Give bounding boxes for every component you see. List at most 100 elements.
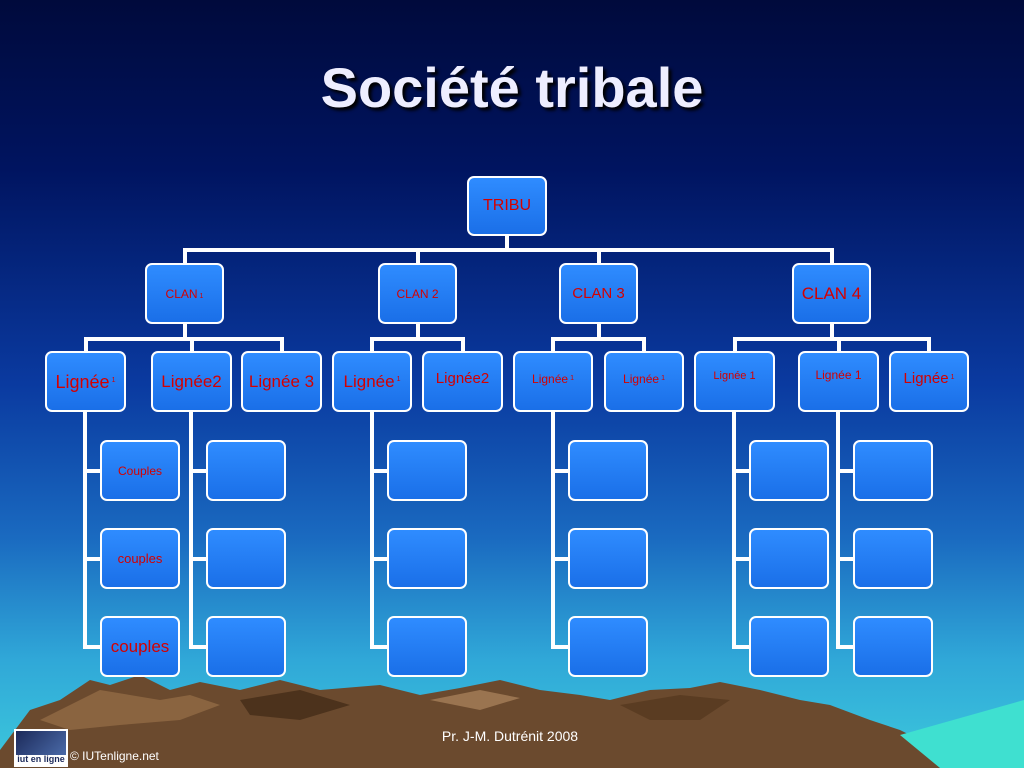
child-connector-2-1-3	[370, 644, 387, 649]
clan-2-lineage-bus	[370, 337, 465, 341]
child-connector-1-2-1	[189, 468, 206, 473]
lineage-drop-3-2	[642, 337, 646, 351]
lineage-node-1-2: Lignée2	[151, 351, 232, 412]
lineage-node-3-2: Lignée 1	[604, 351, 684, 412]
lineage-drop-2-2	[460, 337, 465, 351]
lineage-node-4-2: Lignée 1	[798, 351, 879, 412]
family-node-1-2-3	[206, 616, 286, 677]
lineage-drop-1-2	[189, 337, 194, 351]
family-node-1-2-2	[206, 528, 286, 589]
family-node-1-1-3: couples	[100, 616, 180, 677]
clan-node-3: CLAN 3	[559, 263, 638, 324]
family-node-4-2-3	[853, 616, 933, 677]
lineage-drop-2-1	[370, 337, 374, 351]
child-connector-2-1-1	[370, 468, 387, 473]
family-node-4-1-1	[749, 440, 829, 501]
child-connector-1-2-2	[189, 556, 206, 561]
clan-4-lineage-bus	[732, 337, 931, 341]
child-connector-4-1-2	[732, 556, 749, 561]
family-node-3-1-2	[568, 528, 648, 589]
family-node-4-2-2	[853, 528, 933, 589]
mountain-range-decoration	[0, 675, 1024, 768]
child-connector-4-2-2	[836, 556, 853, 561]
lineage-node-3-1-subscript: 1	[570, 375, 574, 382]
lineage-2-1-trunk	[370, 412, 374, 649]
family-node-1-1-1: Couples	[100, 440, 180, 501]
clan-node-2-label: CLAN 2	[396, 286, 439, 301]
lineage-node-1-1-subscript: 1	[111, 376, 116, 384]
lineage-drop-1-3	[279, 337, 284, 351]
clan-drop-2	[415, 248, 420, 263]
lineage-1-2-trunk	[189, 412, 193, 649]
clan-3-lineage-bus	[551, 337, 646, 341]
clan-bus	[182, 248, 834, 252]
family-node-4-1-2	[749, 528, 829, 589]
lineage-node-1-2-label: Lignée2	[161, 372, 222, 391]
family-node-1-1-3-label: couples	[110, 636, 170, 656]
clan-drop-1	[182, 248, 187, 263]
lineage-drop-4-2	[836, 337, 841, 351]
lineage-node-1-3: Lignée 3	[241, 351, 322, 412]
family-node-1-1-1-label: Couples	[117, 463, 163, 478]
family-node-3-1-3	[568, 616, 648, 677]
clan-node-4: CLAN 4	[792, 263, 871, 324]
child-connector-4-1-1	[732, 468, 749, 473]
logo-image	[16, 731, 66, 755]
lineage-node-4-2-label: Lignée 1	[815, 368, 862, 382]
lineage-3-1-trunk	[551, 412, 555, 649]
lineage-node-1-1: Lignée 1	[45, 351, 126, 412]
child-connector-3-1-3	[551, 644, 568, 649]
child-connector-1-1-2	[83, 556, 100, 561]
clan-node-1-label: CLAN	[165, 286, 198, 301]
root-node-tribu: TRIBU	[467, 176, 547, 236]
slide-title: Société tribale	[320, 56, 704, 119]
family-node-2-1-3	[387, 616, 467, 677]
lineage-node-1-3-label: Lignée 3	[248, 372, 315, 391]
clan-2-connector	[415, 324, 420, 337]
child-connector-1-1-1	[83, 468, 100, 473]
child-connector-4-2-3	[836, 644, 853, 649]
lineage-node-3-1: Lignée 1	[513, 351, 593, 412]
child-connector-4-1-3	[732, 644, 749, 649]
clan-node-1-subscript: 1	[199, 293, 204, 300]
lineage-node-3-1-label: Lignée	[532, 372, 569, 386]
root-connector	[505, 236, 509, 248]
family-node-4-1-3	[749, 616, 829, 677]
family-node-2-1-1	[387, 440, 467, 501]
lineage-node-3-2-label: Lignée	[623, 372, 660, 386]
lineage-node-2-2-label: Lignée2	[435, 370, 490, 387]
clan-4-connector	[829, 324, 834, 337]
family-node-1-1-2: couples	[100, 528, 180, 589]
logo-text: iut en ligne	[17, 754, 65, 764]
family-node-1-1-2-label: couples	[117, 551, 163, 566]
child-connector-2-1-2	[370, 556, 387, 561]
lineage-node-4-1: Lignée 1	[694, 351, 775, 412]
child-connector-1-1-3	[83, 644, 100, 649]
family-node-3-1-1	[568, 440, 648, 501]
root-node-label: TRIBU	[483, 197, 531, 214]
lineage-drop-4-3	[927, 337, 931, 351]
footer-copyright: © IUTenligne.net	[70, 749, 159, 763]
child-connector-4-2-1	[836, 468, 853, 473]
lineage-node-4-3-subscript: 1	[950, 373, 955, 381]
clan-node-3-label: CLAN 3	[572, 285, 625, 302]
family-node-1-2-1	[206, 440, 286, 501]
lineage-drop-4-1	[732, 337, 737, 351]
clan-drop-4	[829, 248, 834, 263]
lineage-node-1-1-label: Lignée	[55, 372, 110, 392]
child-connector-1-2-3	[189, 644, 206, 649]
clan-node-2: CLAN 2	[378, 263, 457, 324]
lineage-4-2-trunk	[836, 412, 840, 649]
lineage-node-2-1-label: Lignée	[343, 372, 395, 391]
clan-node-4-label: CLAN 4	[801, 283, 862, 303]
clan-3-connector	[596, 324, 601, 337]
lineage-node-2-2: Lignée2	[422, 351, 503, 412]
iut-logo: iut en ligne	[14, 729, 68, 767]
lineage-node-4-1-label: Lignée 1	[713, 370, 756, 382]
lineage-node-4-3-label: Lignée	[903, 370, 949, 387]
lineage-drop-1-1	[83, 337, 88, 351]
